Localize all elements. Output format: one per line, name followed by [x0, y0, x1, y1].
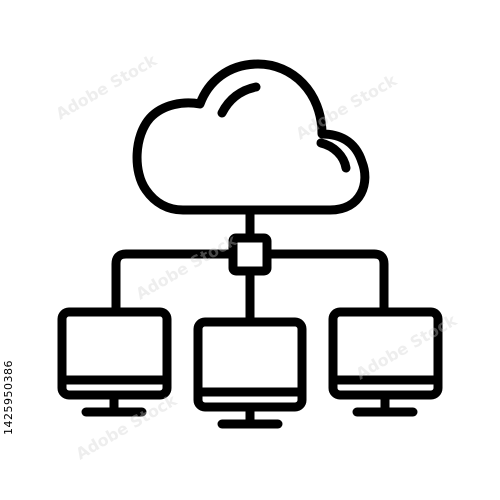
cloud-icon	[132, 59, 370, 215]
cloud-highlight-icon	[316, 138, 351, 173]
connector-line	[111, 249, 238, 317]
right-monitor-icon	[328, 307, 443, 417]
cloud-highlight-icon	[217, 82, 261, 118]
hub-node	[228, 233, 272, 276]
image-id-label: 1425950386	[2, 360, 15, 435]
center-monitor-icon	[193, 317, 307, 429]
connector-line	[262, 249, 389, 317]
left-monitor-icon	[57, 307, 172, 417]
